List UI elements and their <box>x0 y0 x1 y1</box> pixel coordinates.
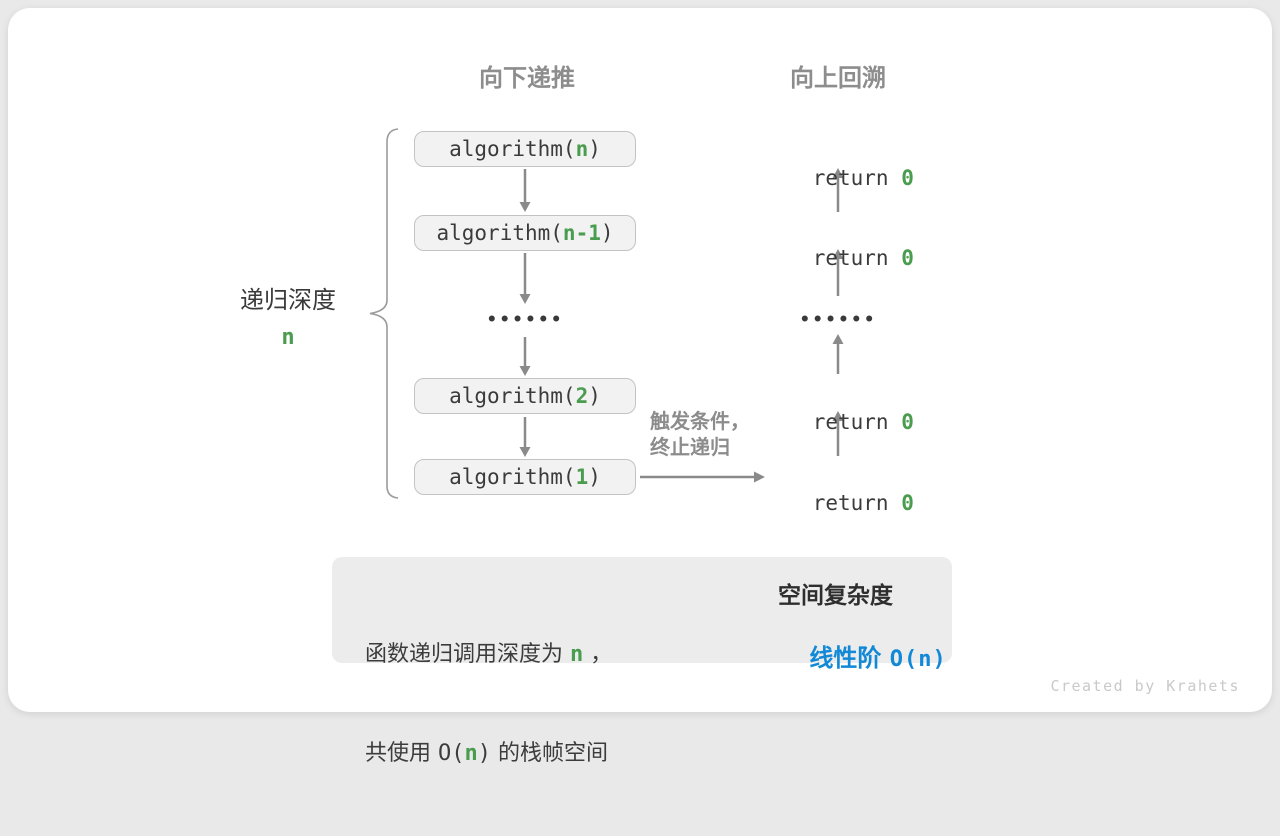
code-arg: n-1 <box>562 221 601 245</box>
code-arg: 1 <box>575 465 589 489</box>
code-text: return <box>812 246 902 270</box>
summary-description-line2: 共使用 O(n) 的栈帧空间 <box>365 737 612 770</box>
summary-text: ， <box>583 642 613 667</box>
complexity-notation: O(n) <box>889 647 947 672</box>
return-statement: return 0 <box>738 219 938 270</box>
summary-text: 的栈帧空间 <box>491 741 608 766</box>
credit-text: Created by Krahets <box>1050 677 1240 695</box>
return-value: 0 <box>901 491 914 515</box>
call-box-algorithm-1: algorithm(1) <box>414 459 636 495</box>
call-stack-ellipsis: •••••• <box>486 310 564 330</box>
recursion-depth-text: 递归深度 <box>240 286 336 314</box>
recursion-depth-value: n <box>281 325 295 350</box>
return-column-ellipsis: •••••• <box>799 310 877 330</box>
code-text: algorithm( <box>449 384 576 408</box>
summary-panel <box>332 557 952 663</box>
return-value: 0 <box>901 246 914 270</box>
return-statement: return 0 <box>738 139 938 190</box>
code-text: ) <box>588 137 601 161</box>
header-downward-recursion: 向下递推 <box>479 64 575 92</box>
terminate-condition-line1: 触发条件， <box>650 409 750 433</box>
call-box-algorithm-2: algorithm(2) <box>414 378 636 414</box>
code-text: return <box>812 491 902 515</box>
summary-code: ) <box>477 741 491 766</box>
code-text: return <box>812 410 902 434</box>
call-box-algorithm-n: algorithm(n) <box>414 131 636 167</box>
code-text: algorithm( <box>436 221 563 245</box>
summary-text: 共使用 <box>365 741 438 766</box>
code-text: ) <box>588 384 601 408</box>
return-statement: return 0 <box>738 383 938 434</box>
figure-canvas: 向下递推 向上回溯 递归深度 n algorithm(n) algorithm(… <box>8 8 1272 766</box>
summary-n: n <box>570 642 584 667</box>
summary-code: O( <box>438 741 465 766</box>
code-text: algorithm( <box>449 137 576 161</box>
code-arg: n <box>575 137 589 161</box>
header-upward-backtracking: 向上回溯 <box>790 64 886 92</box>
space-complexity-result: 线性阶 O(n) <box>776 610 947 701</box>
return-value: 0 <box>901 166 914 190</box>
summary-description-line1: 函数递归调用深度为 n ， <box>365 638 612 671</box>
recursion-depth-label: 递归深度 n <box>208 280 368 350</box>
code-text: algorithm( <box>449 465 576 489</box>
summary-text: 函数递归调用深度为 <box>365 642 570 667</box>
code-text: ) <box>600 221 614 245</box>
code-text: return <box>812 166 902 190</box>
summary-n: n <box>464 741 478 766</box>
call-box-algorithm-n-1: algorithm(n-1) <box>414 215 636 251</box>
terminate-condition-note: 触发条件， 终止递归 <box>650 408 750 460</box>
code-arg: 2 <box>575 384 589 408</box>
return-statement: return 0 <box>738 464 938 515</box>
complexity-order-label: 线性阶 <box>809 644 890 672</box>
code-text: ) <box>588 465 601 489</box>
space-complexity-title: 空间复杂度 <box>778 583 893 609</box>
summary-description: 函数递归调用深度为 n ， 共使用 O(n) 的栈帧空间 <box>365 572 612 836</box>
terminate-condition-line2: 终止递归 <box>650 435 730 459</box>
return-value: 0 <box>901 410 914 434</box>
